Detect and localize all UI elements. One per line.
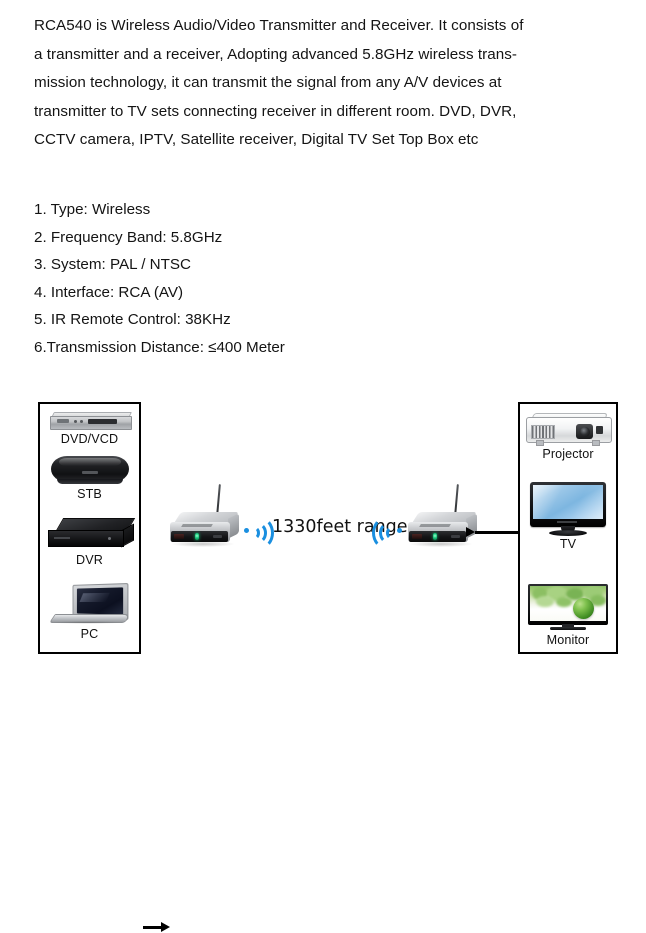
transmitter-unit — [168, 484, 242, 550]
dvd-player-icon — [48, 410, 132, 431]
monitor-icon — [528, 584, 608, 632]
device-tv: TV — [520, 482, 616, 552]
spec-item-frequency: 2. Frequency Band: 5.8GHz — [34, 228, 223, 246]
description-line: transmitter to TV sets connecting receiv… — [34, 102, 517, 120]
device-label: PC — [80, 627, 99, 641]
dvr-icon — [47, 518, 135, 552]
television-icon — [530, 482, 606, 536]
receiver-unit — [406, 484, 480, 550]
source-devices-box: DVD/VCD STB DVR — [38, 402, 141, 654]
description-line: CCTV camera, IPTV, Satellite receiver, D… — [34, 131, 479, 148]
set-top-box-icon — [50, 454, 129, 486]
device-label: STB — [77, 487, 102, 501]
device-dvr: DVR — [40, 518, 139, 568]
device-label: TV — [559, 537, 577, 551]
device-pc: PC — [40, 583, 139, 642]
spec-item-system: 3. System: PAL / NTSC — [34, 256, 191, 273]
wifi-signal-icon — [372, 515, 402, 549]
laptop-icon — [48, 583, 131, 626]
spec-item-ir-remote: 5. IR Remote Control: 38KHz — [34, 311, 231, 328]
arrow-right-icon — [466, 527, 518, 538]
wifi-signal-icon — [244, 515, 274, 549]
description-line: a transmitter and a receiver, Adopting a… — [34, 45, 517, 63]
device-label: DVR — [76, 553, 103, 567]
device-label: Monitor — [546, 633, 590, 647]
description-line: mission technology, it can transmit the … — [34, 74, 502, 91]
description-line: RCA540 is Wireless Audio/Video Transmitt… — [34, 17, 524, 34]
product-description: RCA540 is Wireless Audio/Video Transmitt… — [34, 12, 616, 155]
connection-diagram: DVD/VCD STB DVR — [0, 395, 646, 932]
device-label: Projector — [542, 447, 594, 461]
spec-item-interface: 4. Interface: RCA (AV) — [34, 283, 184, 301]
display-devices-box: Projector TV — [518, 402, 618, 654]
spec-item-distance: 6.Transmission Distance: ≤400 Meter — [34, 338, 285, 356]
arrow-right-icon — [143, 922, 170, 933]
device-projector: Projector — [520, 412, 616, 462]
spec-item-type: 1. Type: Wireless — [34, 201, 151, 218]
specification-list: 1. Type: Wireless 2. Frequency Band: 5.8… — [34, 196, 454, 361]
projector-icon — [526, 412, 612, 446]
device-monitor: Monitor — [520, 584, 616, 648]
device-dvd-vcd: DVD/VCD — [40, 410, 139, 447]
device-stb: STB — [40, 454, 139, 502]
device-label: DVD/VCD — [60, 432, 119, 446]
range-label: 1330feet range — [272, 517, 408, 537]
